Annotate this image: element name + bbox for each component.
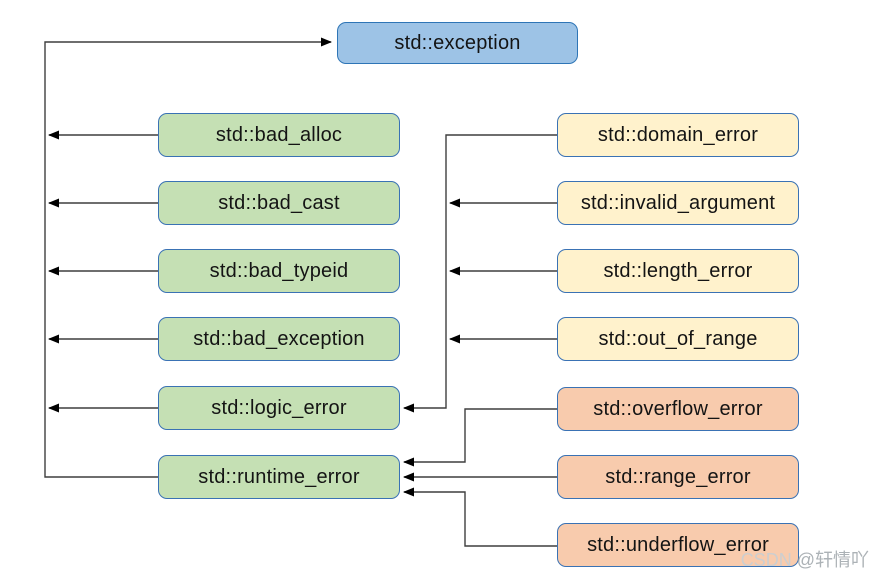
csdn-watermark: CSDN @轩情吖 [741,546,869,572]
node-std-overflow-error: std::overflow_error [557,387,799,431]
node-std-bad-exception: std::bad_exception [158,317,400,361]
node-std-logic-error: std::logic_error [158,386,400,430]
node-std-invalid-argument: std::invalid_argument [557,181,799,225]
node-std-underflow-error: std::underflow_error [557,523,799,567]
watermark-handle: @轩情吖 [796,550,869,570]
node-std-length-error: std::length_error [557,249,799,293]
node-std-domain-error: std::domain_error [557,113,799,157]
node-std-exception: std::exception [337,22,578,64]
node-std-out-of-range: std::out_of_range [557,317,799,361]
node-std-runtime-error: std::runtime_error [158,455,400,499]
watermark-brand: CSDN [740,550,792,570]
node-std-range-error: std::range_error [557,455,799,499]
node-std-bad-cast: std::bad_cast [158,181,400,225]
node-std-bad-alloc: std::bad_alloc [158,113,400,157]
node-std-bad-typeid: std::bad_typeid [158,249,400,293]
